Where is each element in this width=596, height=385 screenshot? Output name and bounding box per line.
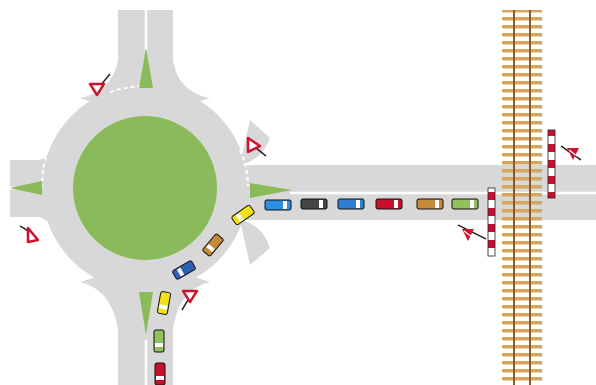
car	[153, 329, 165, 353]
yield-sign-icon	[181, 289, 199, 311]
car	[451, 198, 479, 210]
road-fillet	[240, 220, 270, 265]
north-splitter-island	[139, 48, 153, 88]
give-way-line-north	[109, 85, 147, 93]
car	[172, 260, 196, 280]
east-road-cars	[264, 198, 479, 211]
queue-cars	[153, 204, 255, 385]
car	[416, 198, 444, 210]
car	[375, 198, 403, 210]
rail-ties	[502, 10, 542, 385]
car	[156, 291, 172, 315]
give-way-line-west	[41, 149, 49, 187]
crossing-barriers	[487, 129, 556, 257]
central-island	[73, 116, 217, 260]
car	[337, 198, 365, 210]
railway-crossing-sign-icon	[560, 145, 582, 161]
road-fillet	[40, 217, 70, 255]
barrier-west	[487, 187, 496, 257]
south-splitter-island	[139, 292, 153, 335]
car	[154, 362, 166, 385]
car	[231, 204, 255, 226]
yield-sign-icon	[19, 225, 40, 244]
road-fillet	[173, 270, 210, 330]
road-fillet	[40, 120, 70, 160]
yield-sign-icon	[88, 73, 111, 97]
road-fillet	[173, 60, 210, 110]
yield-signs	[19, 73, 267, 311]
yield-sign-icon	[246, 136, 267, 157]
barrier-east	[547, 129, 556, 199]
road-fillet	[80, 270, 118, 330]
railway-crossing-signs	[457, 145, 582, 241]
west-splitter-island	[10, 181, 42, 195]
give-way-line-east	[239, 149, 249, 187]
car	[300, 198, 328, 210]
car	[264, 199, 292, 211]
railway-crossing-sign-icon	[457, 224, 487, 241]
splitter-islands	[10, 48, 292, 335]
railway-track	[502, 10, 542, 385]
road-fillet	[80, 60, 118, 110]
car	[202, 233, 224, 257]
east-splitter-island	[250, 183, 292, 198]
